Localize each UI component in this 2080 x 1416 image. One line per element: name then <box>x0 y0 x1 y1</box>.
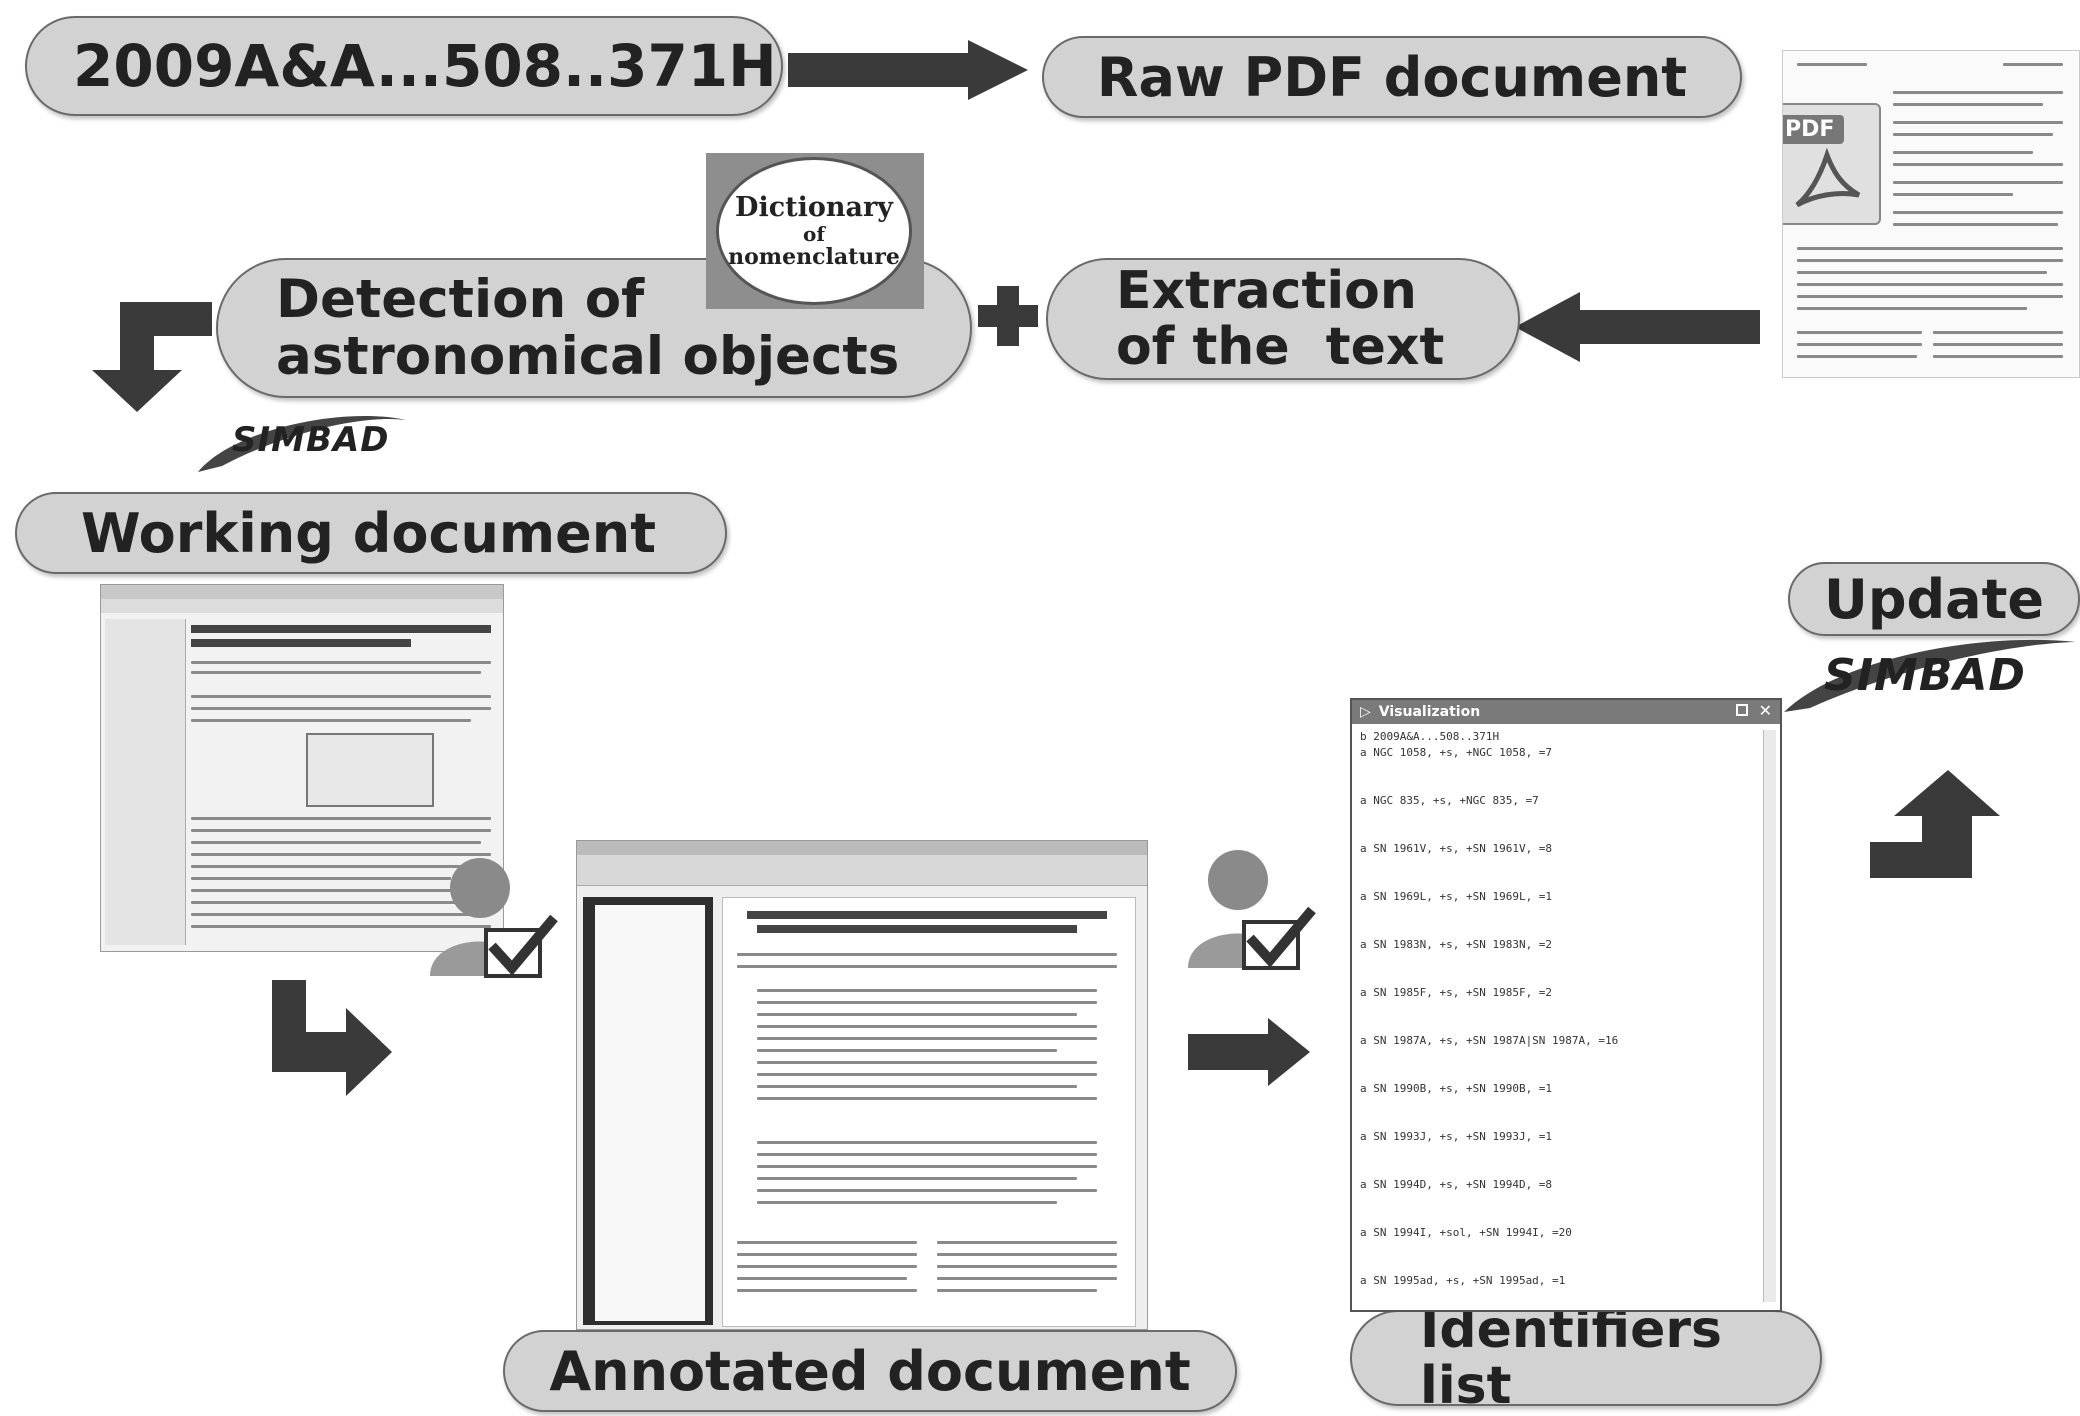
simbad-logo-1: SIMBAD <box>192 400 412 480</box>
identifier-line: a SN 1990B, +s, +SN 1990B, =1 <box>1360 1082 1553 1095</box>
raw-pdf-node: Raw PDF document <box>1042 36 1742 118</box>
annotated-document-label: Annotated document <box>549 1339 1191 1403</box>
simbad-logo-1-text: SIMBAD <box>232 420 390 460</box>
dictionary-logo-line3: nomenclature <box>728 243 900 270</box>
plus-icon <box>978 286 1038 346</box>
identifier-line: a SN 1994I, +sol, +SN 1994I, =20 <box>1360 1226 1572 1239</box>
close-icon[interactable]: ✕ <box>1758 701 1772 720</box>
simbad-swoosh-icon <box>1784 639 2076 712</box>
dictionary-logo-line2: of <box>803 221 825 246</box>
detection-label-line2: astronomical objects <box>276 326 900 387</box>
arrow-elbow-up <box>1870 770 2000 878</box>
detection-label-line1: Detection of <box>276 268 645 330</box>
pdf-file-icon: PDF <box>1783 103 1881 225</box>
visualization-titlebar: ▷ Visualization ✕ <box>1352 700 1780 724</box>
visualization-scrollbar[interactable] <box>1763 730 1776 1302</box>
identifiers-label-line2: list <box>1420 1356 1512 1416</box>
arrow-right-1 <box>788 40 1028 100</box>
extraction-node: Extraction of the text <box>1046 258 1520 380</box>
maximize-icon[interactable] <box>1736 704 1748 716</box>
identifier-line: a SN 1987A, +s, +SN 1987A|SN 1987A, =16 <box>1360 1034 1619 1047</box>
identifier-line: b 2009A&A...508..371H <box>1360 730 1500 743</box>
user-check-icon <box>418 846 558 982</box>
arrow-right-2 <box>1188 1018 1310 1086</box>
arrow-elbow-down <box>92 302 212 412</box>
window-menu-icon[interactable]: ▷ <box>1360 704 1371 720</box>
user-check-icon <box>1176 838 1316 974</box>
pdf-document-thumbnail: PDF <box>1782 50 2080 378</box>
identifier-line: a SN 1985F, +s, +SN 1985F, =2 <box>1360 986 1553 999</box>
update-node: Update <box>1788 562 2080 636</box>
bibcode-node: 2009A&A...508..371H <box>25 16 783 116</box>
identifier-line: a SN 1983N, +s, +SN 1983N, =2 <box>1360 938 1553 951</box>
identifier-line: a SN 1961V, +s, +SN 1961V, =8 <box>1360 842 1553 855</box>
extraction-label-line2: of the text <box>1116 317 1445 377</box>
working-document-screenshot <box>100 584 504 952</box>
simbad-logo-2-text: SIMBAD <box>1824 650 2026 701</box>
identifier-line: a SN 1994D, +s, +SN 1994D, =8 <box>1360 1178 1553 1191</box>
annotated-document-node: Annotated document <box>503 1330 1237 1412</box>
identifier-line: a SN 1969L, +s, +SN 1969L, =1 <box>1360 890 1553 903</box>
annotated-document-screenshot <box>576 840 1148 1330</box>
identifier-line: a NGC 1058, +s, +NGC 1058, =7 <box>1360 746 1553 759</box>
working-document-node: Working document <box>15 492 727 574</box>
pdf-badge: PDF <box>1783 115 1845 144</box>
arrow-left-extraction <box>1515 292 1760 362</box>
simbad-logo-2: SIMBAD <box>1780 628 2080 718</box>
visualization-title: Visualization <box>1378 704 1481 720</box>
identifier-line: a NGC 835, +s, +NGC 835, =7 <box>1360 794 1539 807</box>
bibcode-label: 2009A&A...508..371H <box>73 32 777 100</box>
raw-pdf-label: Raw PDF document <box>1096 45 1688 109</box>
acrobat-icon <box>1795 147 1861 208</box>
simbad-swoosh-icon <box>198 415 406 472</box>
update-label: Update <box>1823 567 2045 631</box>
visualization-window: ▷ Visualization ✕ b 2009A&A...508..371H … <box>1350 698 1782 1312</box>
arrow-elbow-right <box>272 980 392 1096</box>
identifier-line: a SN 1995ad, +s, +SN 1995ad, =1 <box>1360 1274 1566 1287</box>
identifiers-list-node: Identifiers list <box>1350 1302 1822 1414</box>
extraction-label-line1: Extraction <box>1116 260 1417 321</box>
working-document-label: Working document <box>81 501 657 565</box>
dictionary-logo: Dictionary of nomenclature <box>706 153 924 309</box>
identifier-line: a SN 1993J, +s, +SN 1993J, =1 <box>1360 1130 1553 1143</box>
dictionary-logo-line1: Dictionary <box>735 192 893 224</box>
